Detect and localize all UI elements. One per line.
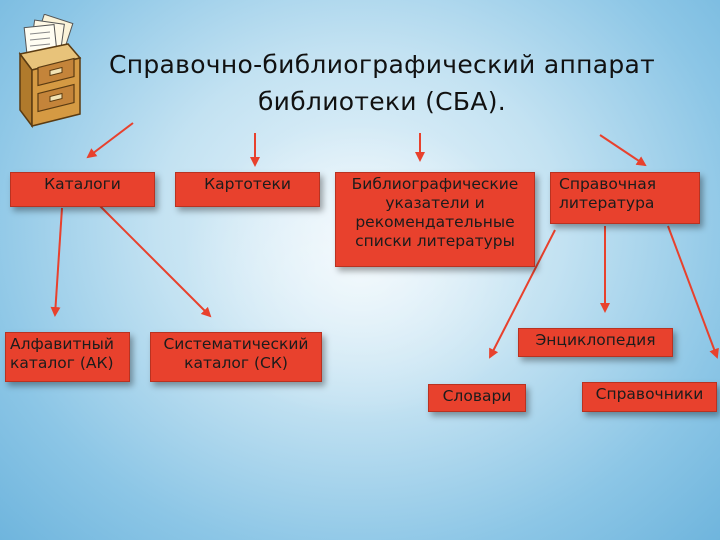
page-title: Справочно-библиографический аппарат библ… <box>72 46 692 120</box>
node-reference-label: Справочная литература <box>559 175 657 212</box>
arrow-to-reference <box>599 134 647 167</box>
node-dictionaries: Словари <box>428 384 526 412</box>
arrow-to-katalogi <box>86 122 134 159</box>
title-line-1: Справочно-библиографический аппарат <box>108 50 656 79</box>
node-dictionaries-label: Словари <box>442 387 512 405</box>
node-alphabetical-label: Алфавитный каталог (АК) <box>10 335 114 372</box>
node-alphabetical: Алфавитный каталог (АК) <box>5 332 130 382</box>
node-bibliographic-label: Библиографические указатели и рекомендат… <box>351 175 519 250</box>
card-catalog-drawer-icon <box>12 13 88 132</box>
node-handbooks: Справочники <box>582 382 717 412</box>
title-line-2: библиотеки (СБА). <box>257 87 507 116</box>
arrow-to-alphabetical <box>50 207 63 317</box>
node-katalogi: Каталоги <box>10 172 155 207</box>
node-kartoteki-label: Картотеки <box>204 175 291 193</box>
node-encyclopedia: Энциклопедия <box>518 328 673 357</box>
node-kartoteki: Картотеки <box>175 172 320 207</box>
node-bibliographic: Библиографические указатели и рекомендат… <box>335 172 535 267</box>
node-encyclopedia-label: Энциклопедия <box>535 331 656 349</box>
node-systematic-label: Систематический каталог (СК) <box>163 335 309 372</box>
arrow-to-systematic <box>99 205 212 318</box>
arrow-to-dictionaries <box>489 229 556 359</box>
node-handbooks-label: Справочники <box>595 385 704 403</box>
node-systematic: Систематический каталог (СК) <box>150 332 322 382</box>
arrow-to-handbooks <box>667 225 719 359</box>
node-reference: Справочная литература <box>550 172 700 224</box>
node-katalogi-label: Каталоги <box>44 175 121 193</box>
